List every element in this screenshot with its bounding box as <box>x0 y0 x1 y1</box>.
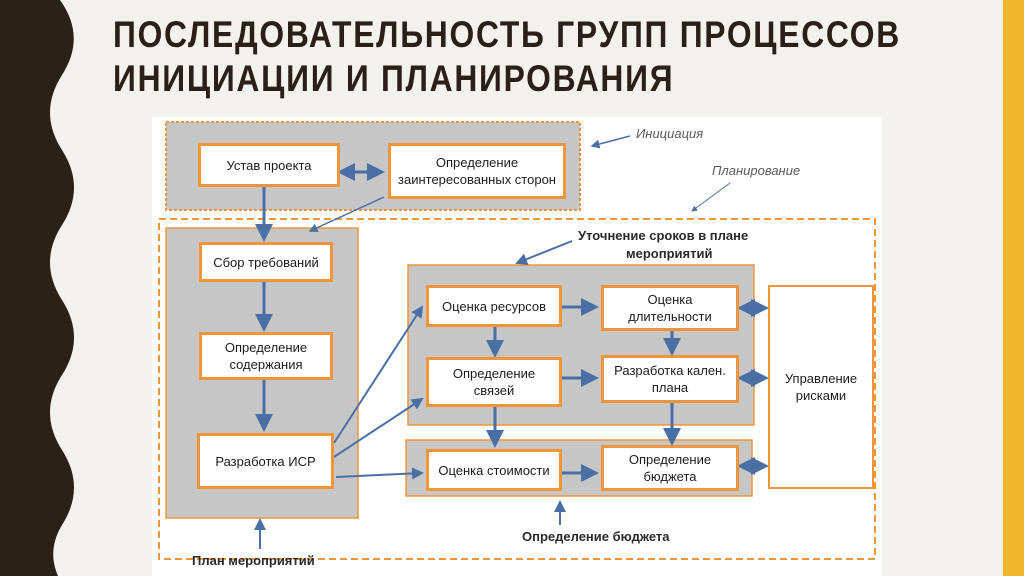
node-duration: Оценка длительности <box>601 285 739 331</box>
sidebar-wave-shape <box>0 0 74 576</box>
page-title-line-1: ПОСЛЕДОВАТЕЛЬНОСТЬ ГРУПП ПРОЦЕССОВ <box>113 14 901 55</box>
node-cost: Оценка стоимости <box>426 449 562 491</box>
arrow-initiation-label <box>590 135 631 149</box>
label-schedule-refine: Уточнение сроков в плане <box>578 228 749 243</box>
arrow-schedule-refine-label <box>515 240 573 265</box>
node-charter: Устав проекта <box>198 143 340 187</box>
node-requirements: Сбор требований <box>199 242 333 282</box>
node-schedule: Разработка кален. плана <box>601 355 739 403</box>
label-action-plan: План мероприятий <box>192 553 315 568</box>
node-dependencies: Определение связей <box>426 357 562 407</box>
right-accent-bar <box>1003 0 1024 576</box>
node-stakeholders: Определение заинтересованных сторон <box>388 143 566 199</box>
arrow-wbs-dependencies <box>333 397 424 458</box>
label-initiation: Инициация <box>636 126 704 141</box>
page-title-line-2: ИНИЦИАЦИИ И ПЛАНИРОВАНИЯ <box>113 58 675 99</box>
process-diagram: Устав проекта Определение заинтересованн… <box>152 117 882 576</box>
label-planning: Планирование <box>712 163 801 178</box>
planning-frame <box>158 218 876 560</box>
arrow-planning-label <box>691 182 731 212</box>
arrow-wbs-cost <box>335 467 424 480</box>
label-budget-def: Определение бюджета <box>522 529 670 544</box>
label-schedule-refine-2: мероприятий <box>626 246 713 261</box>
sidebar-decoration <box>0 0 74 576</box>
arrow-stakeholders-requirements <box>308 196 385 232</box>
node-resources: Оценка ресурсов <box>426 285 562 327</box>
node-scope: Определение содержания <box>199 332 333 380</box>
arrow-wbs-resources <box>333 305 424 444</box>
node-wbs: Разработка ИСР <box>197 433 334 489</box>
node-budget: Определение бюджета <box>601 445 739 491</box>
node-risks: Управление рисками <box>768 285 874 489</box>
